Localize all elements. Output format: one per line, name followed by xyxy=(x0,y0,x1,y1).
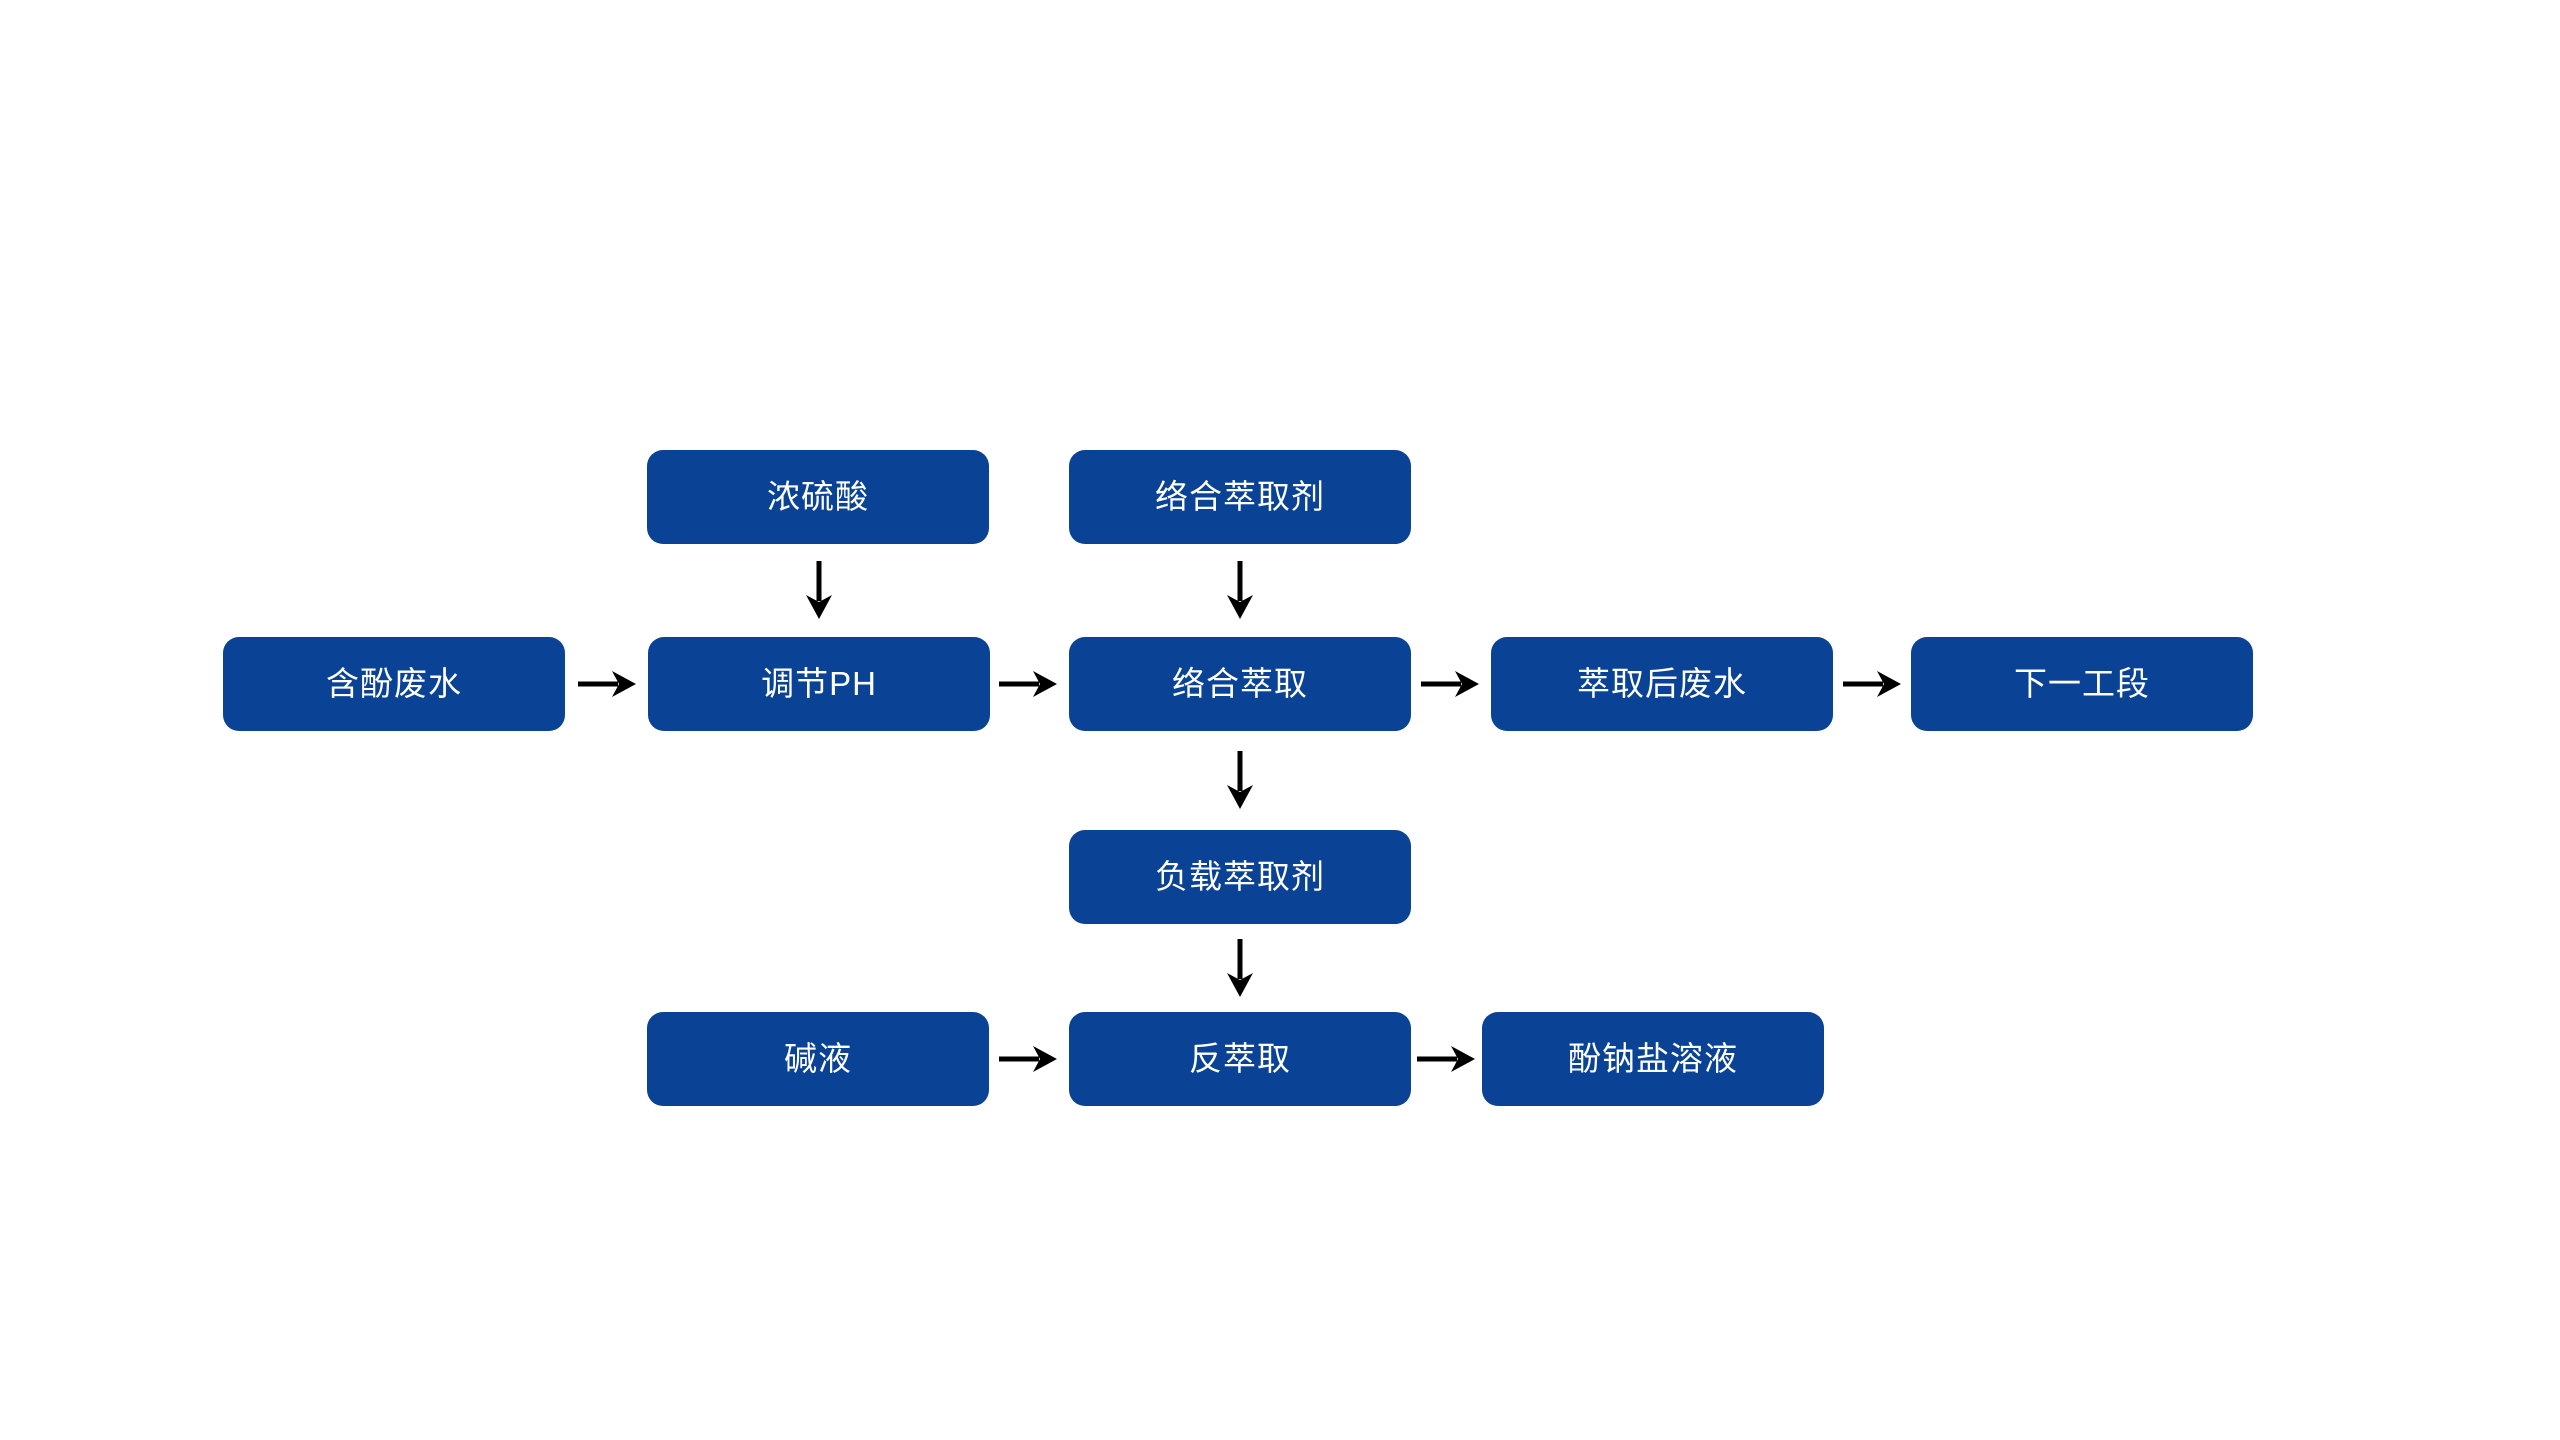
arrow-down-icon xyxy=(1225,561,1255,619)
arrow-down-icon xyxy=(1225,751,1255,809)
arrow-right-icon xyxy=(578,669,636,699)
node-complexing-extraction: 络合萃取 xyxy=(1069,637,1411,731)
node-next-stage: 下一工段 xyxy=(1911,637,2253,731)
node-sodium-phenolate-solution: 酚钠盐溶液 xyxy=(1482,1012,1824,1106)
arrow-right-icon xyxy=(999,669,1057,699)
node-concentrated-sulfuric-acid: 浓硫酸 xyxy=(647,450,989,544)
arrow-right-icon xyxy=(1417,1044,1475,1074)
arrow-down-icon xyxy=(1225,939,1255,997)
arrow-right-icon xyxy=(999,1044,1057,1074)
arrow-right-icon xyxy=(1843,669,1901,699)
node-phenolic-wastewater: 含酚废水 xyxy=(223,637,565,731)
node-complexing-extractant: 络合萃取剂 xyxy=(1069,450,1411,544)
arrow-right-icon xyxy=(1421,669,1479,699)
node-post-extraction-wastewater: 萃取后废水 xyxy=(1491,637,1833,731)
node-adjust-ph: 调节PH xyxy=(648,637,990,731)
node-back-extraction: 反萃取 xyxy=(1069,1012,1411,1106)
node-loaded-extractant: 负载萃取剂 xyxy=(1069,830,1411,924)
arrow-down-icon xyxy=(804,561,834,619)
node-alkali-solution: 碱液 xyxy=(647,1012,989,1106)
